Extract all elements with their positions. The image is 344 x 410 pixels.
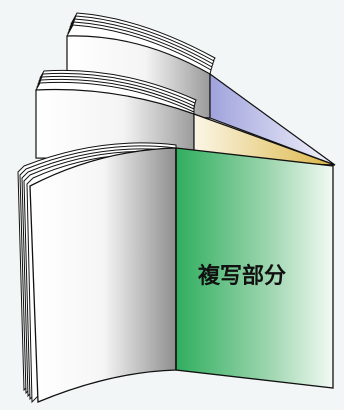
top-page-right [209,72,336,166]
copy-section-label: 複写部分 [198,264,287,289]
bottom-page-left [29,147,177,403]
